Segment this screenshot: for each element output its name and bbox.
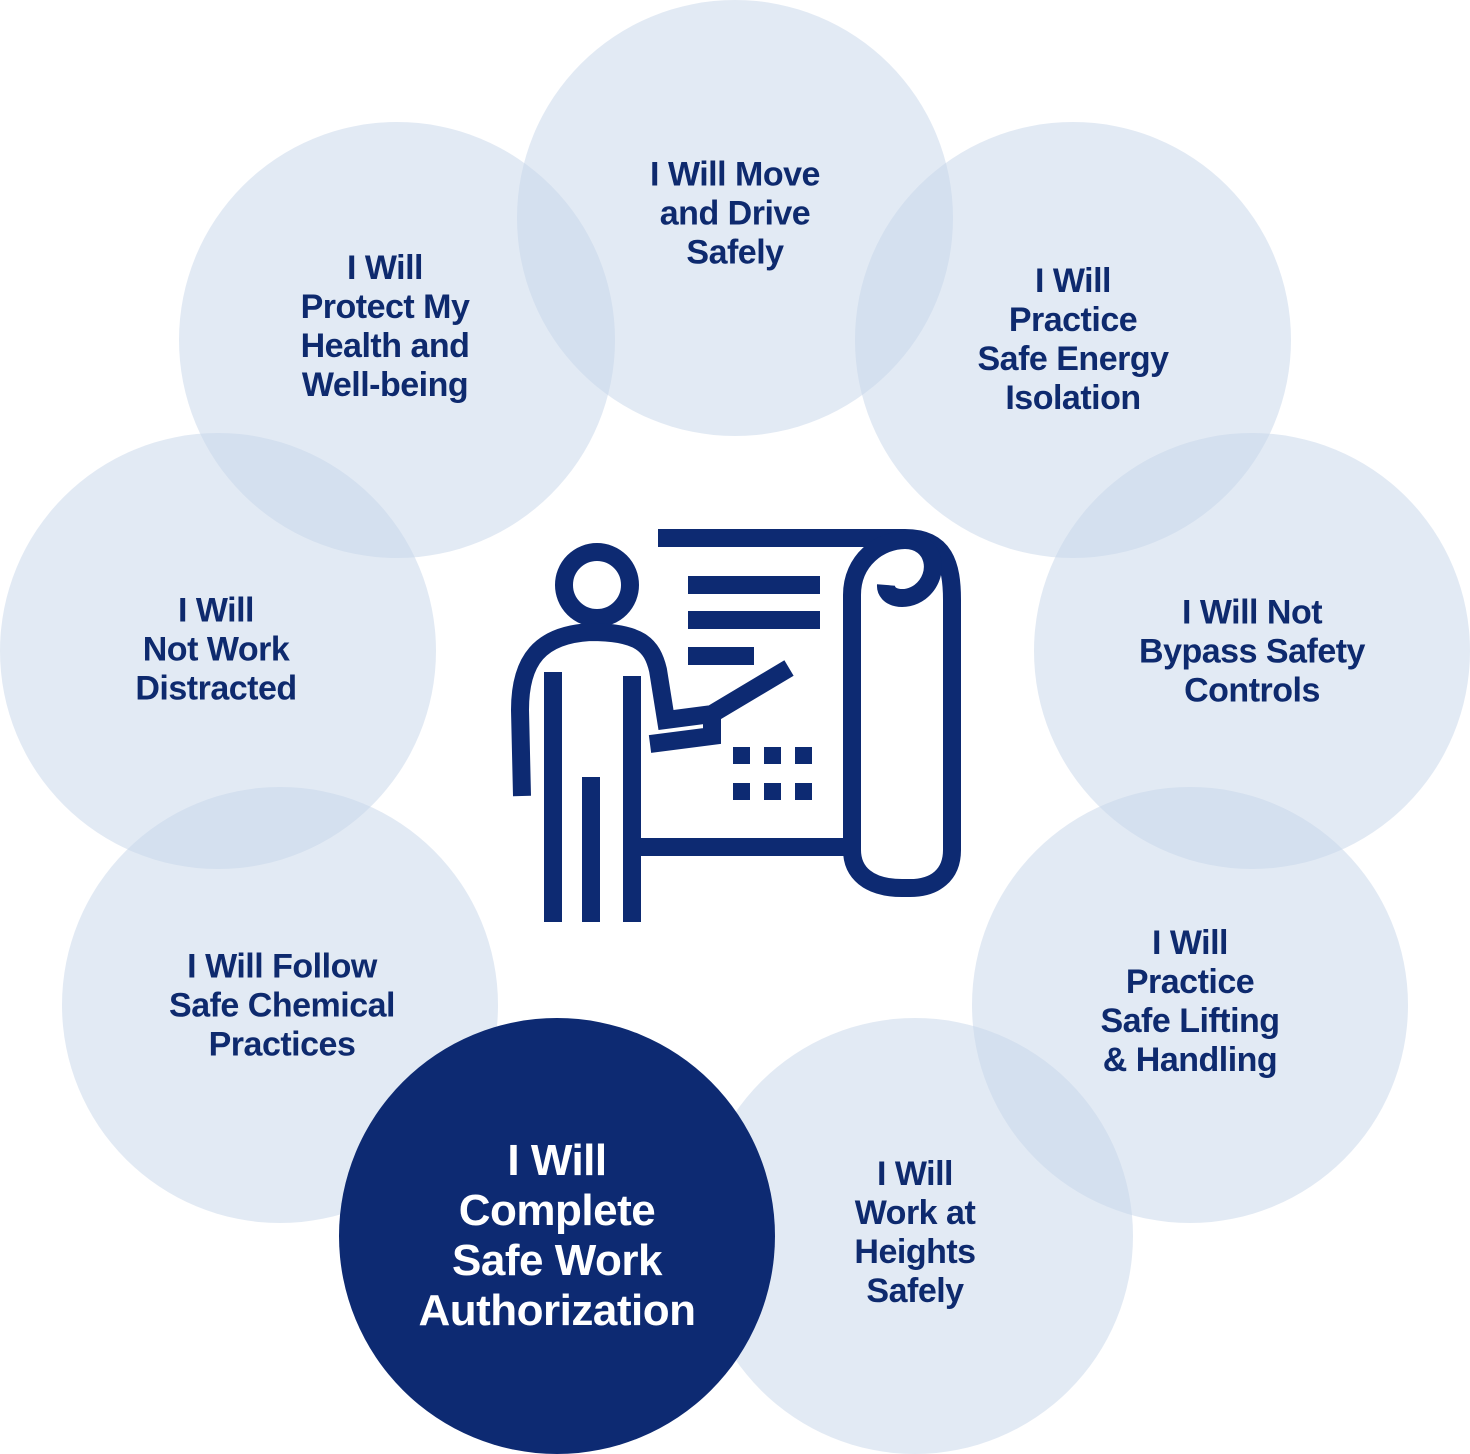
circle-health-wellbeing — [179, 122, 615, 558]
circle-move-drive — [517, 0, 953, 436]
circle-safe-work-authorization — [339, 1018, 775, 1454]
chart-dots — [733, 747, 812, 800]
circle-work-heights — [697, 1018, 1133, 1454]
circle-bypass-controls — [1034, 433, 1470, 869]
presenter-with-chart-icon — [510, 529, 961, 922]
